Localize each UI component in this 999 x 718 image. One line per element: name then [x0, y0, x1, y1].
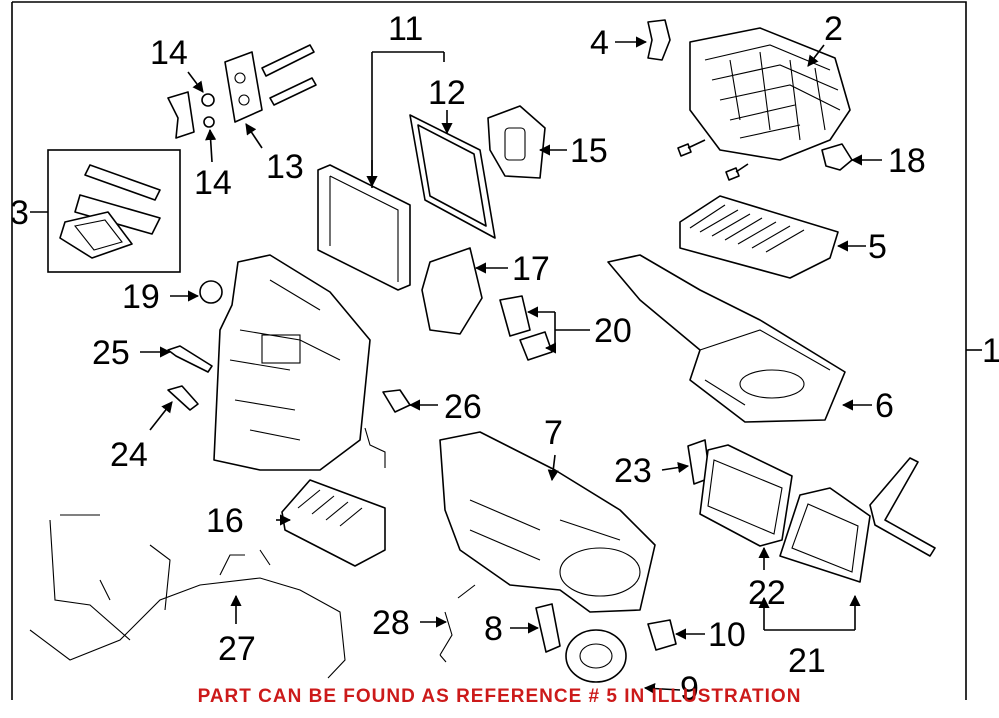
part-9-blower-motor [565, 629, 627, 683]
part-20-actuator-b [519, 331, 553, 361]
callout-16: 16 [206, 502, 244, 540]
callout-25: 25 [92, 334, 130, 372]
callout-5: 5 [868, 228, 887, 266]
callout-28: 28 [372, 604, 410, 642]
callout-27: 27 [218, 630, 256, 668]
part-11-evaporator [317, 164, 411, 291]
part-26-wire [364, 427, 386, 468]
callout-9: 9 [680, 670, 699, 708]
callout-20: 20 [594, 312, 632, 350]
part-28-wire [439, 584, 476, 663]
callout-7: 7 [544, 414, 563, 452]
part-13-bolt-long-b [269, 77, 317, 106]
part-4-bracket [647, 19, 671, 61]
part-20-actuator-a [499, 295, 531, 337]
part-24-sensor [167, 385, 199, 411]
part-16-case [281, 479, 386, 567]
callout-2: 2 [824, 10, 843, 48]
callout-14b: 14 [194, 164, 232, 202]
callout-22: 22 [748, 574, 786, 612]
callout-11: 11 [388, 10, 423, 48]
part-15-plate [487, 105, 546, 179]
callout-15: 15 [570, 132, 608, 170]
part-3-seals [59, 164, 161, 259]
callout-19: 19 [122, 278, 160, 316]
part-8-resistor [535, 603, 561, 653]
part-25-screw [167, 345, 213, 373]
callout-24: 24 [110, 436, 148, 474]
part-17-door [421, 247, 483, 335]
part-10-module [647, 619, 677, 651]
callout-3: 3 [10, 194, 29, 232]
callout-23: 23 [614, 452, 652, 490]
part-2-bolt-b [725, 163, 749, 181]
callout-6: 6 [875, 387, 894, 425]
part-14-clip [167, 91, 195, 139]
part-13-expansion-valve [224, 51, 263, 123]
callout-17: 17 [512, 250, 550, 288]
part-26-sensor [382, 389, 411, 413]
callout-labels: 1 2 3 4 5 6 7 8 9 10 11 12 13 14 14 15 1… [10, 10, 999, 708]
part-22-filter [699, 444, 793, 547]
part-6-lower-case [607, 254, 846, 423]
part-19-actuator [199, 280, 223, 304]
part-7-blower-case [439, 431, 656, 613]
part-18-clip [821, 143, 853, 171]
part-12-seal-frame [409, 114, 496, 239]
callout-1: 1 [982, 332, 999, 370]
callout-14a: 14 [150, 34, 188, 72]
callout-8: 8 [484, 610, 503, 648]
part-3-seal-kit-box [47, 149, 181, 273]
callout-18: 18 [888, 142, 926, 180]
leader-lines [30, 36, 882, 695]
callout-13: 13 [266, 148, 304, 186]
frame-outline [11, 1, 967, 700]
part-14-washer-a [201, 93, 215, 107]
part-27-wiring-harness [29, 514, 346, 679]
callout-26: 26 [444, 388, 482, 426]
part-5-panel [679, 195, 839, 279]
callout-4: 4 [590, 24, 609, 62]
reference-note: PART CAN BE FOUND AS REFERENCE # 5 IN IL… [197, 686, 802, 707]
part-14-washer-b [203, 116, 215, 128]
part-13-bolt-long-a [261, 44, 315, 77]
callout-10: 10 [708, 616, 746, 654]
callout-21: 21 [788, 642, 826, 680]
heater-case-left-housing [213, 254, 371, 471]
part-21-heater-core [779, 457, 936, 583]
part-2-bolt-a [677, 139, 706, 157]
callout-12: 12 [428, 74, 466, 112]
